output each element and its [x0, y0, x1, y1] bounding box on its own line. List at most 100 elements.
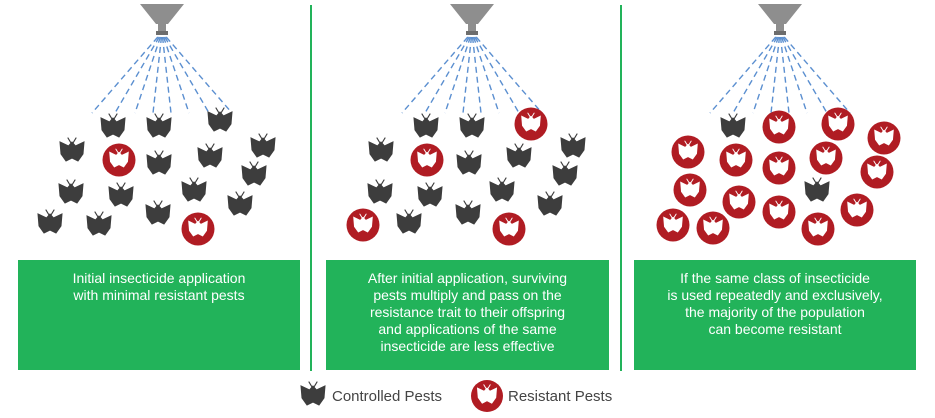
panel-2-caption-line-2: pests multiply and pass on the [373, 287, 562, 303]
controlled-pest-icon [227, 191, 253, 216]
panel-2-caption: After initial application, surviving pes… [368, 270, 567, 355]
spray-nozzle-icon [140, 4, 184, 35]
resistant-moth-icon [471, 380, 503, 412]
panel-2-caption-line-4: and applications of the same [378, 321, 557, 337]
spray-nozzle-icon [758, 4, 802, 35]
resistant-pest-icon [840, 193, 874, 227]
controlled-pest-icon [250, 133, 276, 158]
controlled-pest-icon [368, 137, 394, 162]
legend-resistant-label: Resistant Pests [508, 387, 613, 405]
resistant-pest-icon [719, 143, 753, 177]
spray-stream [709, 36, 777, 114]
spray-stream [444, 36, 472, 114]
sprayer-2 [401, 4, 543, 114]
resistant-pest-icon [762, 151, 796, 185]
panel-3-caption-line-2: is used repeatedly and exclusively, [667, 287, 883, 303]
spray-stream [475, 36, 543, 114]
controlled-pest-icon [146, 150, 172, 175]
resistant-pest-icon [181, 212, 215, 246]
spray-stream [152, 36, 163, 114]
panel-2-caption-line-5: insecticide are less effective [380, 338, 555, 354]
legend-controlled-label: Controlled Pests [332, 387, 443, 405]
spray-stream [401, 36, 469, 114]
panel-2-caption-box: After initial application, surviving pes… [326, 260, 609, 370]
resistant-pest-icon [809, 141, 843, 175]
panel-3-caption-line-1: If the same class of insecticide [680, 270, 870, 286]
panel-1-caption-line-1: Initial insecticide application [72, 270, 246, 286]
controlled-pest-icon [146, 113, 172, 138]
spray-nozzle-icon [450, 4, 494, 35]
panel-divider-1 [310, 5, 312, 371]
resistant-pest-icon [860, 155, 894, 189]
resistant-pest-icon [346, 208, 380, 242]
spray-stream [770, 36, 781, 114]
controlled-pest-icon [456, 150, 482, 175]
controlled-pest-icon [720, 113, 746, 138]
spray-stream [424, 36, 470, 114]
spray-stream [91, 36, 159, 114]
resistant-pest-icon [102, 143, 136, 177]
sprayer-1 [91, 4, 233, 114]
moth-icon [300, 381, 326, 406]
controlled-pest-icon [207, 107, 233, 132]
spray-stream [164, 36, 210, 114]
controlled-pest-icon [804, 177, 830, 202]
resistant-pest-icon [801, 212, 835, 246]
legend-item-controlled: Controlled Pests [298, 381, 442, 411]
controlled-pest-icon [58, 179, 84, 204]
controlled-pest-icon [560, 133, 586, 158]
panel-divider-2 [620, 5, 622, 371]
resistant-pest-icon [696, 211, 730, 245]
panel-2-caption-line-1: After initial application, surviving [367, 270, 568, 286]
controlled-pest-icon [459, 113, 485, 138]
resistant-pest-icon [492, 212, 526, 246]
panel-1-caption: Initial insecticide application with min… [73, 270, 246, 304]
resistant-pest-icon [673, 173, 707, 207]
resistant-pest-icon [514, 107, 548, 141]
panel-2-caption-line-3: resistance trait to their offspring [369, 304, 566, 320]
spray-stream [165, 36, 233, 114]
controlled-pest-icon [108, 182, 134, 207]
resistant-pest-icon [762, 195, 796, 229]
controlled-pest-icon [367, 179, 393, 204]
controlled-pest-icon [396, 209, 422, 234]
spray-stream [779, 36, 790, 114]
spray-layer [91, 4, 851, 114]
spray-stream [732, 36, 778, 114]
resistant-pest-icon [671, 135, 705, 169]
resistant-pest-icon [722, 185, 756, 219]
spray-stream [114, 36, 160, 114]
spray-stream [162, 36, 190, 114]
panel-3-caption-line-4: can become resistant [708, 321, 842, 337]
spray-stream [782, 36, 828, 114]
controlled-pest-icon [455, 200, 481, 225]
pest-layer [37, 107, 901, 246]
spray-stream [471, 36, 482, 114]
controlled-pest-icon [537, 191, 563, 216]
legend: Controlled Pests Resistant Pests [0, 380, 935, 412]
controlled-pest-icon [145, 200, 171, 225]
controlled-pest-icon [417, 182, 443, 207]
spray-stream [161, 36, 172, 114]
controlled-pest-icon [552, 161, 578, 186]
spray-stream [474, 36, 520, 114]
controlled-pest-icon [181, 177, 207, 202]
controlled-pest-icon [59, 137, 85, 162]
controlled-pest-icon [413, 113, 439, 138]
spray-stream [462, 36, 473, 114]
panel-3-caption-line-3: the majority of the population [685, 304, 865, 320]
controlled-pest-icon [506, 143, 532, 168]
controlled-pest-icon [37, 209, 63, 234]
spray-stream [783, 36, 851, 114]
panel-1-caption-box: Initial insecticide application with min… [18, 260, 300, 370]
spray-stream [780, 36, 808, 114]
controlled-pest-icon [241, 161, 267, 186]
panel-1-caption-line-2: with minimal resistant pests [73, 287, 245, 303]
sprayer-3 [709, 4, 851, 114]
resistant-pest-icon [867, 121, 901, 155]
panel-3-caption: If the same class of insecticide is used… [667, 270, 882, 338]
resistant-pest-icon [410, 143, 444, 177]
resistant-pest-icon [656, 208, 690, 242]
resistant-pest-icon [762, 110, 796, 144]
